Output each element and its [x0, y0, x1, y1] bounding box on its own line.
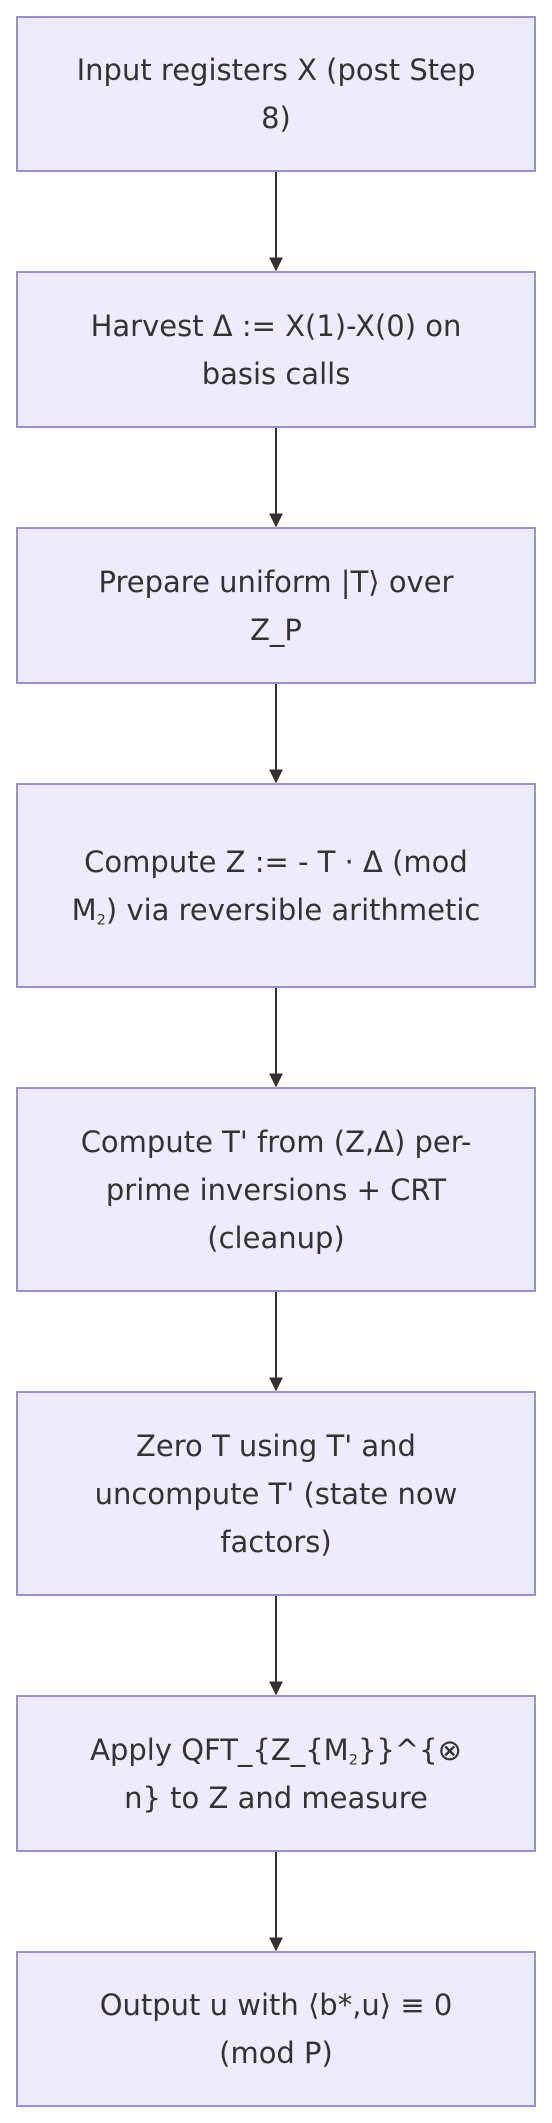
flow-node-label: Harvest Δ := X(1)-X(0) on basis calls	[90, 308, 462, 391]
flow-node-zero-t: Zero T using T' and uncompute T' (state …	[16, 1391, 536, 1596]
flow-node-compute-z: Compute Z := - T · Δ (mod M2) via revers…	[16, 783, 536, 988]
flow-node-harvest-delta: Harvest Δ := X(1)-X(0) on basis calls	[16, 271, 536, 428]
flow-node-compute-t-prime: Compute T' from (Z,Δ) per-prime inversio…	[16, 1087, 536, 1292]
flow-node-label: Zero T using T' and uncompute T' (state …	[94, 1428, 458, 1559]
flow-node-label: Compute Z := - T · Δ (mod M2) via revers…	[71, 844, 481, 928]
flow-node-output-u: Output u with ⟨b*,u⟩ ≡ 0 (mod P)	[16, 1951, 536, 2107]
flow-node-label: Prepare uniform |T⟩ over Z_P	[98, 564, 454, 647]
flow-node-apply-qft: Apply QFT_{Z_{M2}}^{⊗ n} to Z and measur…	[16, 1695, 536, 1852]
flow-node-label: Compute T' from (Z,Δ) per-prime inversio…	[80, 1124, 472, 1255]
flow-node-label: Output u with ⟨b*,u⟩ ≡ 0 (mod P)	[99, 1988, 453, 2070]
flow-node-label: Apply QFT_{Z_{M2}}^{⊗ n} to Z and measur…	[90, 1732, 462, 1815]
subscript: 2	[348, 1751, 358, 1768]
flow-node-label: Input registers X (post Step 8)	[76, 53, 476, 135]
flow-node-input-registers: Input registers X (post Step 8)	[16, 16, 536, 172]
flow-node-prepare-uniform: Prepare uniform |T⟩ over Z_P	[16, 527, 536, 684]
subscript: 2	[96, 911, 106, 928]
